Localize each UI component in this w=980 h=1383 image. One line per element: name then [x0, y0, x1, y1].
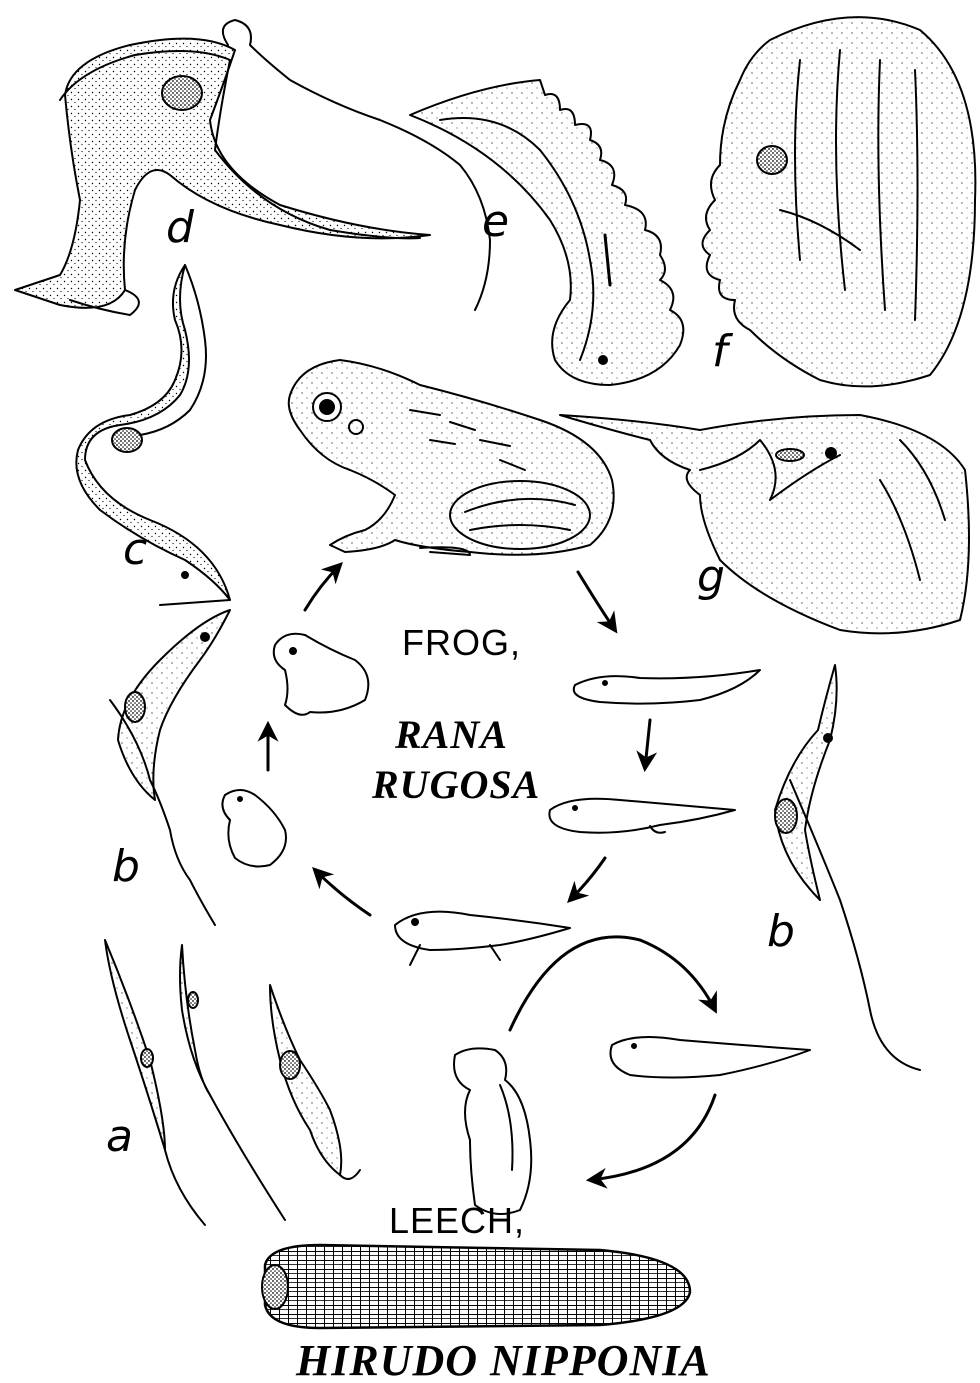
trypanosome-icon — [15, 39, 430, 315]
stage-label-e: e — [482, 200, 509, 244]
trypanosome-icon — [560, 415, 969, 633]
trypanosome-icon — [410, 80, 683, 385]
frog-icon — [289, 360, 614, 555]
tadpole-icon — [549, 799, 735, 833]
tadpole-icon — [610, 1037, 810, 1078]
trypanosome-icon — [703, 17, 976, 386]
frog-scientific-name-line2: RUGOSA — [372, 765, 540, 805]
stage-label-d: d — [166, 206, 194, 250]
stage-label-f: f — [712, 330, 728, 374]
trypanosome-icon — [775, 665, 920, 1070]
leech-icon — [262, 1245, 690, 1328]
stage-label-b-right: b — [767, 910, 795, 954]
trypanosome-icon — [76, 265, 230, 605]
stage-label-c: c — [123, 528, 147, 572]
tadpole-icon — [574, 670, 760, 704]
leech-scientific-name: HIRUDO NIPPONIA — [296, 1339, 711, 1383]
stage-label-b-left: b — [112, 845, 140, 889]
trypanosome-icon — [270, 985, 360, 1179]
stage-label-a: a — [106, 1115, 133, 1159]
frog-common-name: FROG, — [402, 625, 521, 661]
tadpole-icon — [395, 912, 570, 965]
tadpole-icon — [454, 1048, 531, 1214]
trypanosome-icon — [105, 940, 205, 1225]
froglet-icon — [222, 790, 286, 866]
frog-scientific-name-line1: RANA — [395, 715, 508, 755]
froglet-icon — [274, 634, 369, 715]
leech-common-name: LEECH, — [389, 1203, 525, 1239]
stage-label-g: g — [697, 555, 725, 599]
